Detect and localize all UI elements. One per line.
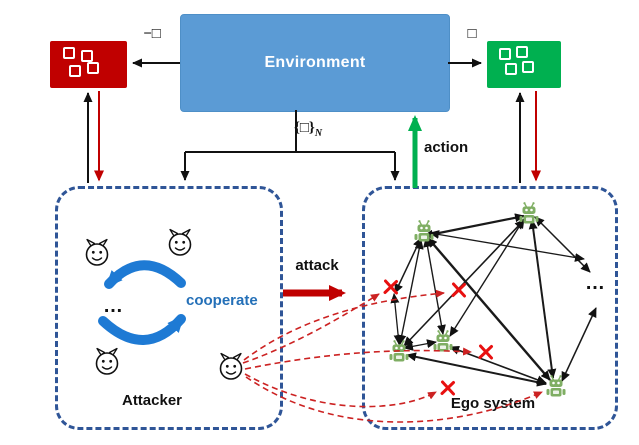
agent-square-icon [516, 46, 528, 58]
cooperate-label: cooperate [186, 292, 258, 309]
environment-label: Environment [264, 54, 366, 71]
attacker-reward-box [50, 41, 127, 88]
reward-label: □ [467, 26, 477, 42]
ego-ellipsis: … [585, 272, 606, 294]
agent-square-icon [499, 48, 511, 60]
agent-square-icon [63, 47, 75, 59]
agent-square-icon [505, 63, 517, 75]
ego-system-group-box [362, 186, 618, 430]
agent-square-icon [522, 61, 534, 73]
observation-braces: {□} [293, 120, 315, 136]
agent-square-icon [69, 65, 81, 77]
ego-title: Ego system [450, 395, 536, 412]
agent-square-icon [87, 62, 99, 74]
attacker-ellipsis: … [103, 295, 124, 317]
agent-square-icon [81, 50, 93, 62]
environment-box: Environment [180, 14, 450, 112]
observation-subscript: N [314, 128, 323, 139]
negative-reward-label: −□ [143, 26, 161, 42]
attack-label: attack [295, 257, 339, 274]
attacker-title: Attacker [121, 392, 183, 409]
observation-set-label: {□}N [282, 120, 334, 139]
ego-reward-box [487, 41, 561, 88]
action-label: action [424, 139, 469, 156]
